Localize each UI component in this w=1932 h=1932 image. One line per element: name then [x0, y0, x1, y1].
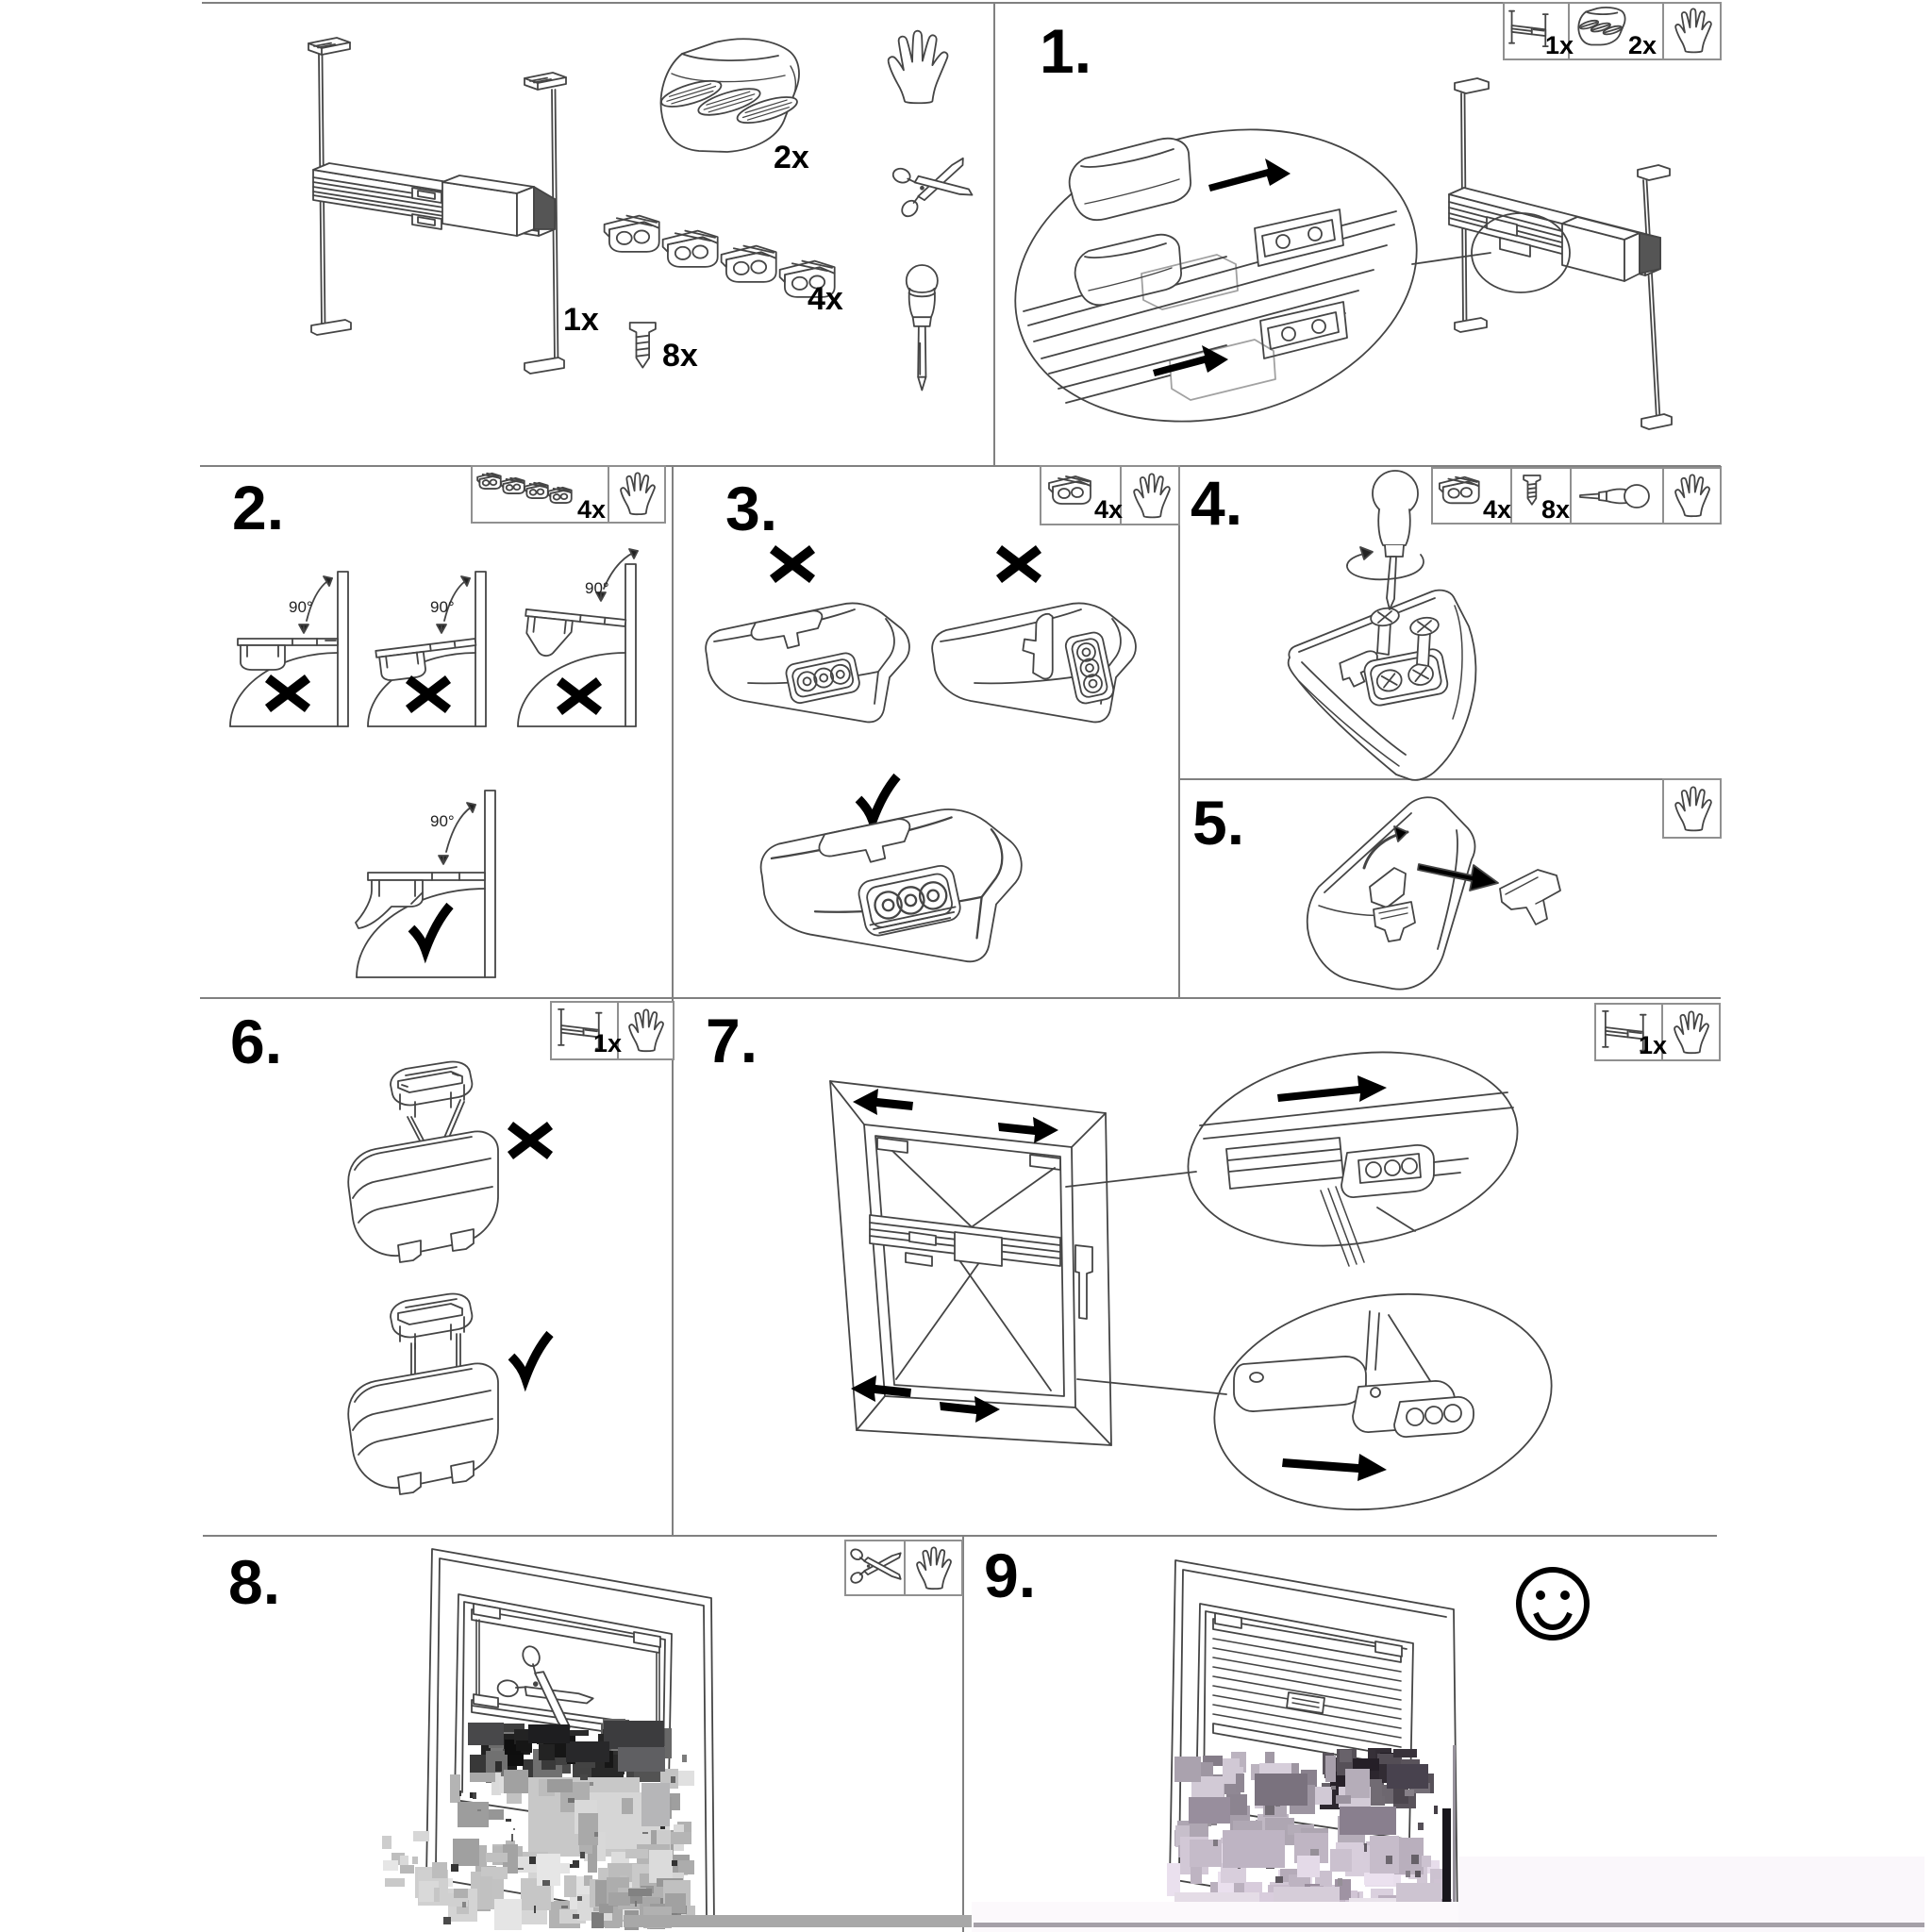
svg-text:3.: 3.	[725, 474, 777, 543]
svg-text:2.: 2.	[232, 473, 284, 542]
svg-text:8x: 8x	[662, 338, 698, 374]
svg-text:4x: 4x	[1483, 495, 1511, 524]
svg-text:6.: 6.	[230, 1007, 282, 1076]
svg-text:4x: 4x	[1094, 495, 1123, 524]
svg-text:90°: 90°	[430, 598, 455, 616]
svg-text:4.: 4.	[1191, 468, 1242, 538]
svg-text:90°: 90°	[289, 598, 313, 616]
svg-text:8x: 8x	[1541, 495, 1570, 524]
svg-text:8.: 8.	[228, 1547, 280, 1617]
svg-text:1x: 1x	[563, 302, 599, 338]
svg-text:90°: 90°	[430, 812, 455, 830]
svg-text:9.: 9.	[984, 1541, 1036, 1610]
svg-text:1x: 1x	[1639, 1031, 1667, 1059]
svg-text:1.: 1.	[1040, 16, 1091, 86]
svg-text:1x: 1x	[593, 1029, 622, 1058]
svg-text:5.: 5.	[1192, 788, 1244, 858]
svg-text:4x: 4x	[577, 495, 606, 524]
svg-text:2x: 2x	[1628, 31, 1657, 59]
svg-text:2x: 2x	[774, 140, 809, 175]
svg-text:7.: 7.	[706, 1006, 758, 1075]
svg-text:90°: 90°	[585, 579, 609, 597]
svg-text:1x: 1x	[1545, 31, 1574, 59]
svg-text:4x: 4x	[808, 281, 843, 317]
